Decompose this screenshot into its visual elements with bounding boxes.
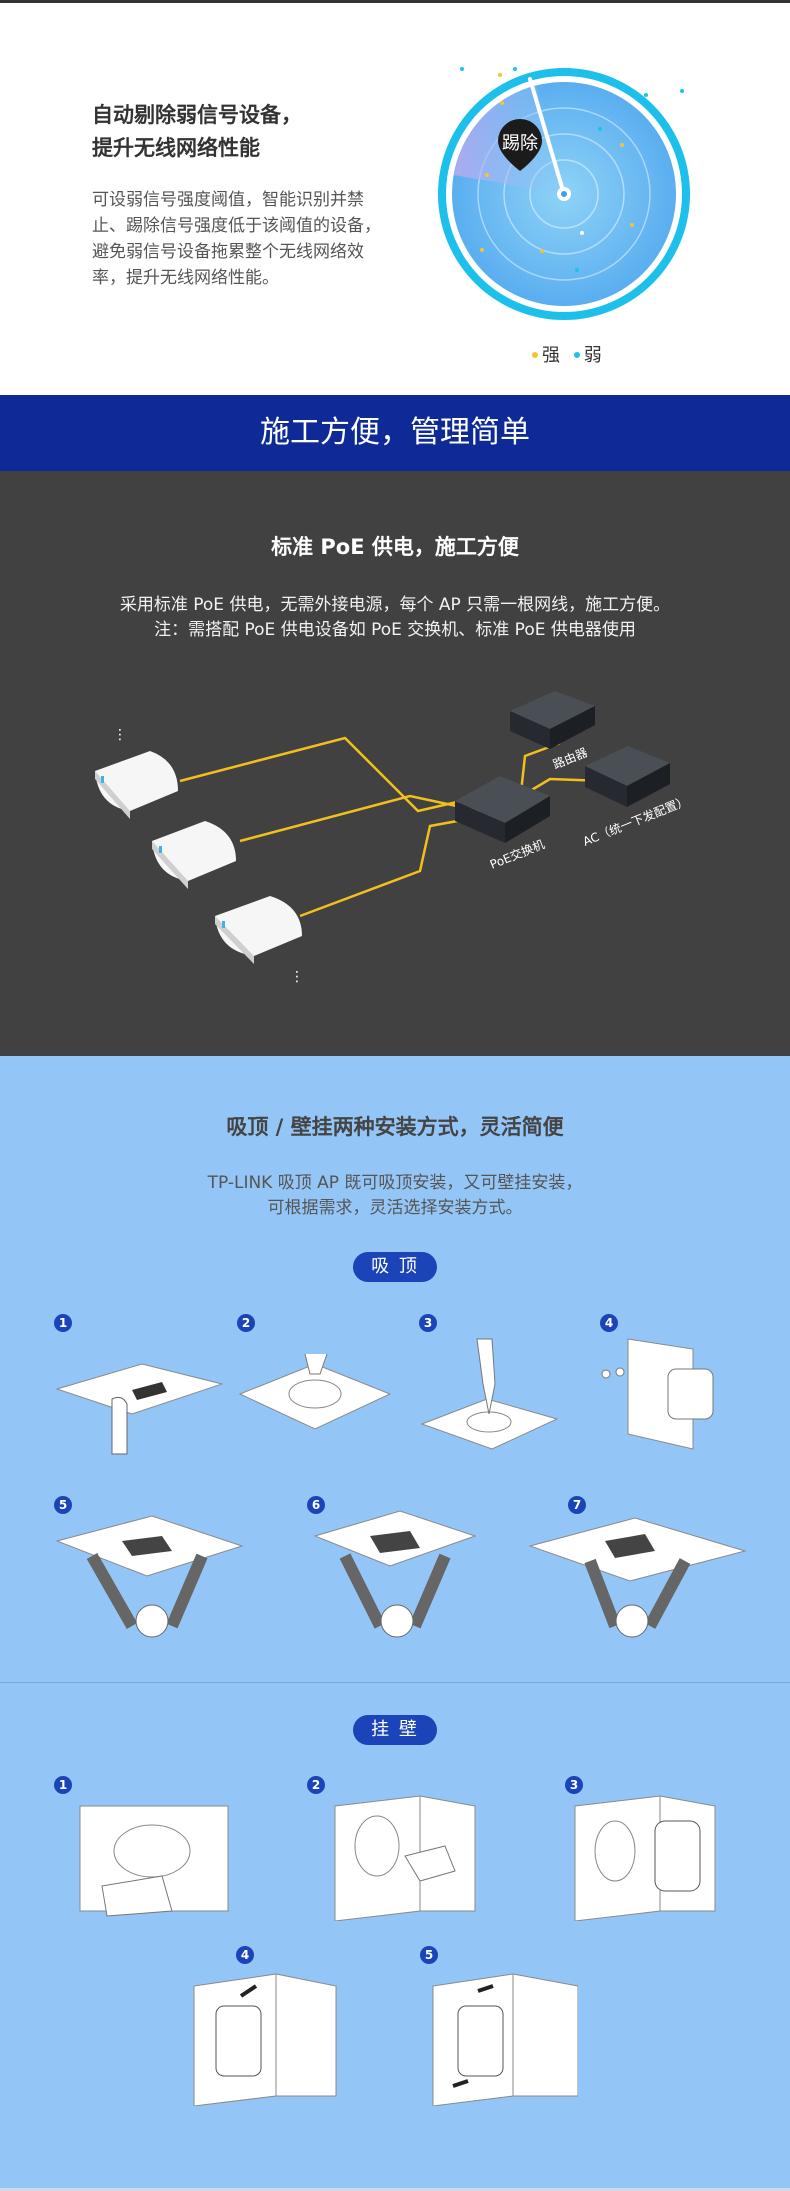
ceiling-step-1: 1 <box>52 1314 232 1464</box>
step-number: 4 <box>236 1946 254 1964</box>
wall-step-1-illustration <box>79 1805 229 1917</box>
poe-switch-device <box>455 776 550 843</box>
radar-needle <box>528 77 566 196</box>
ceiling-step-7-illustration <box>528 1517 747 1638</box>
ap-device-3 <box>215 896 302 964</box>
step-number: 5 <box>420 1946 438 1964</box>
wall-mount-label: 挂 壁 <box>353 1715 437 1745</box>
section-divider <box>0 1682 790 1683</box>
legend-weak-label: 弱 <box>583 345 602 366</box>
step-number: 2 <box>237 1314 255 1332</box>
page-bottom-line <box>0 2188 790 2191</box>
step-number: 3 <box>565 1776 583 1794</box>
step-number: 4 <box>600 1314 618 1332</box>
weak-signal-section: 自动剔除弱信号设备， 提升无线网络性能 可设弱信号强度阈值，智能识别并禁止、踢除… <box>0 0 790 395</box>
wall-step-5: 5 <box>418 1946 579 2107</box>
wall-step-2-illustration <box>334 1795 476 1922</box>
poe-description-line1: 采用标准 PoE 供电，无需外接电源，每个 AP 只需一根网线，施工方便。 <box>119 595 671 615</box>
switch-label: PoE交换机 <box>488 836 547 872</box>
wall-step-1: 1 <box>52 1776 237 1921</box>
location-pin-icon <box>498 119 542 171</box>
radar-illustration: 踢除 <box>438 67 690 320</box>
step-number: 2 <box>307 1776 325 1794</box>
radar-badge-label: 踢除 <box>502 133 538 154</box>
ap-device-2 <box>152 821 236 889</box>
ceiling-step-7: 7 <box>520 1496 750 1646</box>
ceiling-step-2: 2 <box>235 1314 395 1464</box>
ceiling-step-5-illustration <box>55 1515 244 1638</box>
poe-topology-diagram: ⋮ ⋮ PoE交换机 路由器 AC（统一下发配置） <box>95 691 690 985</box>
ceiling-step-5: 5 <box>52 1496 252 1646</box>
weak-signal-title: 自动剔除弱信号设备， 提升无线网络性能 <box>92 99 302 165</box>
svg-text:⋮: ⋮ <box>113 727 127 743</box>
installation-title: 吸顶 / 壁挂两种安装方式，灵活简便 <box>226 1115 564 1139</box>
installation-description-line2: 可根据需求，灵活选择安装方式。 <box>267 1198 523 1218</box>
step-number: 1 <box>54 1776 72 1794</box>
ceiling-step-4: 4 <box>598 1314 758 1464</box>
wall-step-5-illustration <box>432 1973 579 2107</box>
ceiling-step-6: 6 <box>305 1496 485 1646</box>
weak-signal-title-line1: 自动剔除弱信号设备， <box>92 103 302 127</box>
legend-strong-dot <box>532 352 538 358</box>
step-number: 3 <box>419 1314 437 1332</box>
wall-step-3: 3 <box>560 1776 750 1922</box>
weak-signal-description: 可设弱信号强度阈值，智能识别并禁止、踢除信号强度低于该阈值的设备，避免弱信号设备… <box>92 190 381 288</box>
ceiling-step-3-illustration <box>420 1338 559 1450</box>
ceiling-mount-label: 吸 顶 <box>353 1252 437 1282</box>
radar-legend: 强 弱 <box>532 341 610 367</box>
ceiling-step-3: 3 <box>417 1314 567 1464</box>
wall-step-4-illustration <box>193 1973 337 2107</box>
ceiling-step-6-illustration <box>313 1510 477 1638</box>
step-number: 1 <box>54 1314 72 1332</box>
installation-section: 吸顶 / 壁挂两种安装方式，灵活简便 TP-LINK 吸顶 AP 既可吸顶安装，… <box>0 1056 790 2191</box>
weak-signal-title-line2: 提升无线网络性能 <box>92 136 260 160</box>
ap-device-1 <box>95 751 178 819</box>
router-device <box>510 691 595 749</box>
legend-strong: 强 <box>532 345 560 366</box>
ceiling-step-2-illustration <box>238 1353 392 1430</box>
poe-section: 标准 PoE 供电，施工方便 采用标准 PoE 供电，无需外接电源，每个 AP … <box>0 471 790 1056</box>
legend-strong-label: 强 <box>542 345 560 366</box>
ceiling-step-4-illustration <box>601 1338 714 1450</box>
wall-step-4: 4 <box>186 1946 346 2107</box>
legend-weak-dot <box>573 352 580 358</box>
ac-device <box>585 746 670 807</box>
wall-step-3-illustration <box>574 1795 716 1922</box>
section-band-title: 施工方便，管理简单 <box>0 395 790 471</box>
router-label: 路由器 <box>551 744 590 771</box>
poe-description-line2: 注：需搭配 PoE 供电设备如 PoE 交换机、标准 PoE 供电器使用 <box>154 620 636 640</box>
installation-description-line1: TP-LINK 吸顶 AP 既可吸顶安装，又可壁挂安装， <box>207 1173 583 1193</box>
ceiling-step-1-illustration <box>55 1363 224 1455</box>
svg-text:⋮: ⋮ <box>290 969 304 985</box>
step-number: 7 <box>568 1496 586 1514</box>
poe-title: 标准 PoE 供电，施工方便 <box>271 535 519 559</box>
step-number: 5 <box>54 1496 72 1514</box>
wall-step-2: 2 <box>305 1776 485 1922</box>
legend-weak: 弱 <box>573 345 602 366</box>
step-number: 6 <box>307 1496 325 1514</box>
poe-cables <box>179 736 606 918</box>
